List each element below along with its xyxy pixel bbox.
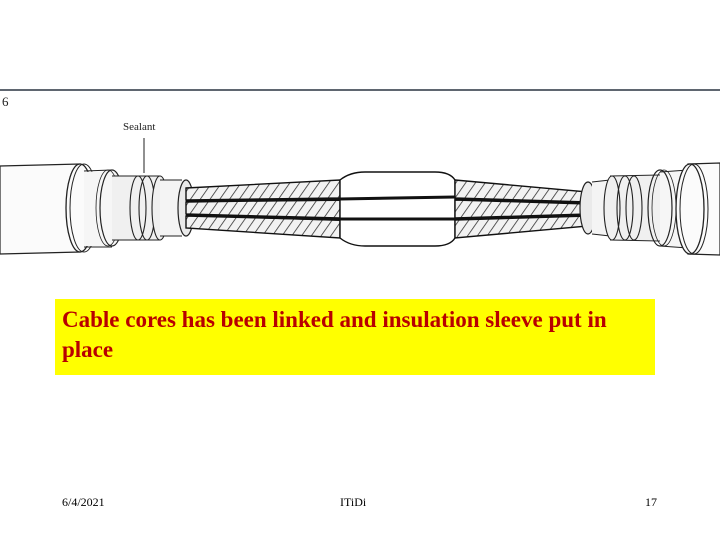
figure-number: 6 [2,94,9,109]
footer-date: 6/4/2021 [62,495,105,509]
footer-page-number: 17 [645,495,657,509]
cable-joint-figure [0,80,720,295]
caption-text: Cable cores has been linked and insulati… [62,307,607,362]
caption-box: Cable cores has been linked and insulati… [55,299,655,375]
footer-organization: ITiDi [340,495,367,509]
sealant-callout-label: Sealant [123,121,156,133]
